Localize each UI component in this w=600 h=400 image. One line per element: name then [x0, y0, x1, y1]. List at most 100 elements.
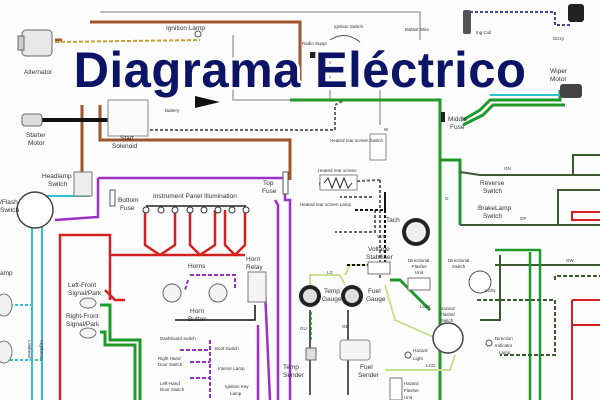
svg-text:LG/S: LG/S [420, 304, 430, 309]
svg-text:Fuel: Fuel [368, 288, 381, 295]
svg-text:Door Switch: Door Switch [158, 362, 183, 367]
svg-text:Direction: Direction [495, 336, 513, 341]
starter-label: Starter [26, 132, 46, 139]
svg-text:Directional: Directional [408, 258, 429, 263]
wire-black-horn [175, 305, 256, 321]
svg-text:Tach: Tach [386, 217, 400, 224]
svg-text:Signal/Park: Signal/Park [68, 290, 102, 297]
battery-icon: Battery [165, 96, 220, 113]
battery-label: Battery [165, 108, 180, 113]
alternator-label: Alternator [24, 69, 53, 76]
svg-text:Voltage: Voltage [368, 246, 390, 253]
svg-text:Hazard: Hazard [413, 348, 428, 353]
svg-text:Ignition Key: Ignition Key [225, 384, 249, 389]
directional-switch-icon: Directional Switch [448, 258, 492, 294]
wire-light-green [309, 264, 456, 371]
svg-text:Horns: Horns [188, 263, 206, 270]
svg-text:Switch: Switch [0, 207, 20, 214]
svg-text:Switch: Switch [440, 318, 454, 323]
svg-text:G: G [445, 196, 449, 201]
right-front-signal-icon: Right-Front Signal/Park [66, 313, 100, 339]
svg-text:GU: GU [300, 326, 307, 331]
ignition-switch-label: Ignition Switch [334, 24, 364, 29]
radio-suppr-icon: Radio Suppr [302, 41, 328, 58]
page-title: Diagrama Eléctrico [73, 42, 527, 98]
top-fuse-icon: Top Fuse [262, 171, 289, 195]
svg-text:Button: Button [188, 316, 207, 323]
bottom-fuse-icon: Bottom Fuse [109, 189, 139, 212]
fuel-gauge-icon: Fuel Gauge [341, 285, 386, 307]
svg-text:Switch: Switch [48, 181, 68, 188]
start-solenoid-icon: Start Solenoid [107, 99, 149, 150]
svg-text:Flasher: Flasher [440, 312, 456, 317]
temp-sender-icon: Temp Sender [283, 347, 317, 379]
tachometer-icon: Tach [386, 217, 430, 246]
ign-coil-label: Ing Coil [476, 30, 491, 35]
svg-text:Interior Lamp: Interior Lamp [218, 366, 245, 371]
svg-text:W: W [384, 127, 389, 132]
svg-text:Indicator: Indicator [495, 343, 513, 348]
svg-text:Fuel: Fuel [360, 364, 373, 371]
svg-text:Light: Light [413, 356, 424, 361]
voltage-stabiliser-icon: Voltage Stabiliser [366, 246, 394, 275]
svg-text:Hazard: Hazard [440, 306, 455, 311]
ignition-lamp-label: Ignition Lamp [166, 25, 205, 32]
svg-text:Gauge: Gauge [366, 296, 386, 303]
wire-yellow-dashed [54, 39, 201, 43]
dizzy-label: Dizzy [553, 36, 565, 41]
svg-text:LG: LG [327, 270, 334, 275]
svg-text:Horn: Horn [246, 256, 260, 263]
wire-green-right-solid [495, 248, 542, 400]
svg-text:Heated rear screen: Heated rear screen [318, 168, 357, 173]
svg-text:Boot Switch: Boot Switch [215, 346, 239, 351]
flash-switch-icon: /Flash Switch [0, 191, 54, 229]
svg-text:Relay: Relay [246, 264, 263, 271]
svg-text:Unit: Unit [404, 395, 413, 400]
wire-purple-dashed [180, 274, 236, 400]
instrument-panel-illumination: Instrument Panel Illumination [142, 193, 250, 214]
svg-text:Left-Hand: Left-Hand [160, 381, 180, 386]
wiper-motor-icon: Wiper Motor [550, 68, 582, 98]
svg-text:Switch: Switch [483, 213, 503, 220]
brakelamp-switch-icon: BrakeLamp Switch [478, 205, 512, 220]
svg-text:Left-Front: Left-Front [68, 282, 96, 289]
dashboard-switches: Dashboard switch Boot Switch Interior La… [158, 336, 249, 396]
left-front-signal-icon: Left-Front Signal/Park [68, 282, 102, 309]
headlamp-switch-icon: Headlamp Switch [42, 171, 93, 197]
distributor-icon: Dizzy [553, 4, 584, 41]
svg-text:LG/N: LG/N [485, 288, 496, 293]
svg-text:Stabiliser: Stabiliser [366, 254, 394, 261]
svg-text:Temp: Temp [324, 288, 340, 295]
wire-red-right [571, 211, 600, 400]
starter-motor-icon: Starter Motor [21, 113, 46, 147]
svg-text:Right-Front: Right-Front [66, 313, 99, 320]
direction-indicator-lamp-icon: Direction Indicator Lamp [485, 336, 513, 355]
svg-text:Headlamp: Headlamp [42, 173, 72, 180]
svg-text:Switch: Switch [452, 264, 466, 269]
svg-text:GW: GW [566, 258, 575, 263]
svg-text:Top: Top [263, 180, 274, 187]
svg-text:Signal/Park: Signal/Park [66, 321, 100, 328]
svg-text:Door Switch: Door Switch [160, 387, 185, 392]
hazard-light-icon: Hazard Light [404, 348, 428, 361]
svg-text:Solenoid: Solenoid [112, 143, 138, 150]
svg-text:Motor: Motor [550, 76, 567, 83]
ballast-wire: Ballast Wire [405, 27, 430, 32]
wire-blue-dashed [470, 11, 570, 26]
horn-relay-icon: Horn Relay [246, 256, 267, 303]
svg-text:Switch: Switch [483, 188, 503, 195]
wiper-label: Wiper [550, 68, 568, 75]
svg-text:Instrument Panel Illumination: Instrument Panel Illumination [153, 193, 237, 200]
svg-text:GB: GB [342, 324, 349, 329]
reverse-switch-icon: Reverse Switch [480, 180, 505, 195]
start-solenoid-label: Start [120, 135, 134, 142]
middle-fuse-icon: Middle Fuse [441, 112, 468, 131]
ignition-switch-icon: Ignition Switch [329, 24, 364, 43]
svg-text:Heated rear screen Switch: Heated rear screen Switch [330, 138, 384, 143]
wire-green-front-signal [100, 303, 142, 400]
wire-grey-top [100, 11, 421, 125]
svg-text:Unit: Unit [415, 270, 424, 275]
wire-green-main [290, 90, 565, 400]
horn-button: Horn Button [188, 308, 207, 323]
ignition-coil-icon: Ing Coil [463, 10, 491, 35]
